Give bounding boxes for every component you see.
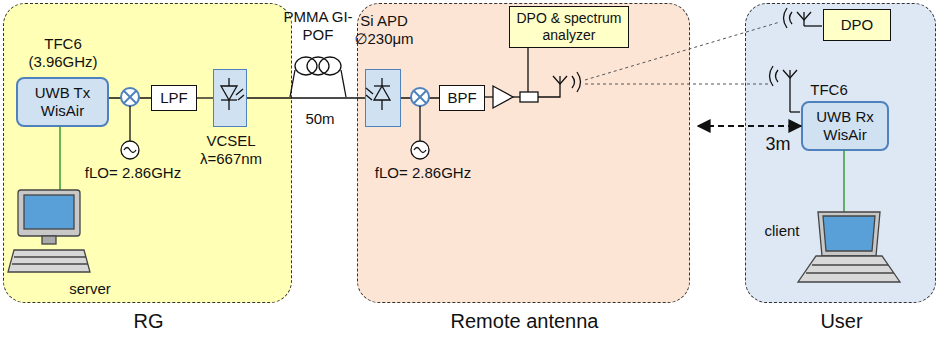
edge-label: 3m xyxy=(763,134,793,156)
box-text: UWB Tx WisAir xyxy=(20,84,105,120)
instrument-box: DPO xyxy=(823,9,891,41)
box-text: BPF xyxy=(447,89,476,107)
region-panel: Remote antennaSi APD ∅230μmBPFDPO & spec… xyxy=(357,3,690,303)
region-panel: RGTFC6 (3.96GHz)UWB Tx WisAirLPFVCSEL λ=… xyxy=(3,3,292,303)
transmitter-box: TFC6 (3.96GHz)UWB Tx WisAir xyxy=(16,77,109,127)
box-heading: VCSEL λ=667nm xyxy=(186,132,276,168)
filter-box: BPF xyxy=(439,85,485,111)
photodiode-box: Si APD ∅230μm xyxy=(365,69,401,127)
box-heading: TFC6 xyxy=(799,81,859,99)
box-heading: User xyxy=(746,309,937,333)
filter-box: LPF xyxy=(151,85,197,111)
annotation-label: PMMA GI-POF xyxy=(278,8,358,44)
annotation-label: server xyxy=(60,280,120,298)
box-heading: TFC6 (3.96GHz) xyxy=(23,35,103,71)
annotation-label: fLO= 2.86GHz xyxy=(78,164,188,182)
box-text: UWB Rx WisAir xyxy=(805,108,885,144)
box-heading: RG xyxy=(4,309,293,333)
instrument-box: DPO & spectrum analyzer xyxy=(509,6,629,48)
box-heading: Remote antenna xyxy=(358,309,691,333)
laser-box: VCSEL λ=667nm xyxy=(213,69,247,127)
annotation-label: fLO= 2.86GHz xyxy=(368,164,478,182)
receiver-box: TFC6UWB Rx WisAir xyxy=(801,101,889,151)
annotation-label: 50m xyxy=(300,110,340,128)
fiber-coil xyxy=(290,57,346,97)
box-heading: Si APD ∅230μm xyxy=(346,12,422,48)
annotation-label: client xyxy=(752,222,812,240)
box-text: DPO xyxy=(841,16,874,34)
box-text: LPF xyxy=(160,89,188,107)
box-text: DPO & spectrum analyzer xyxy=(513,10,625,44)
